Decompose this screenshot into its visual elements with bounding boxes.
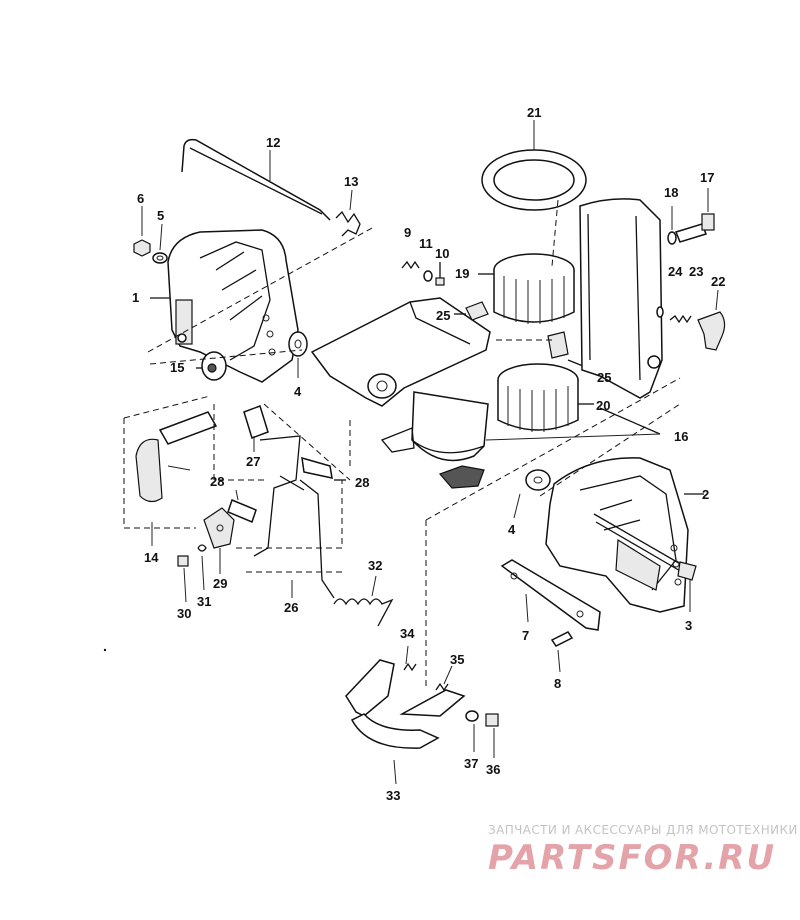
callout-labels: 21 12 13 17 18 6 5 9 11 10 19 24 23 22 1… xyxy=(132,105,725,803)
label-33: 33 xyxy=(386,788,400,803)
label-25-lower: 25 xyxy=(597,370,611,385)
label-37: 37 xyxy=(464,756,478,771)
label-8: 8 xyxy=(554,676,561,691)
label-4-lower: 4 xyxy=(508,522,516,537)
label-6: 6 xyxy=(137,191,144,206)
label-26: 26 xyxy=(284,600,298,615)
label-22: 22 xyxy=(711,274,725,289)
part-4-washer-lower xyxy=(513,469,551,519)
label-28-upper: 28 xyxy=(355,475,369,490)
part-16-swivel-housing xyxy=(485,198,663,441)
label-35: 35 xyxy=(450,652,464,667)
part-9-small-spring xyxy=(401,260,420,270)
swivel-bracket xyxy=(310,297,491,489)
part-36-screw xyxy=(485,713,499,758)
label-31: 31 xyxy=(197,594,211,609)
part-20-lower-bushing xyxy=(497,363,594,432)
part-26-tilt-lever xyxy=(253,435,335,599)
label-12: 12 xyxy=(266,135,280,150)
label-36: 36 xyxy=(486,762,500,777)
stray-dot xyxy=(103,648,107,652)
label-4-upper: 4 xyxy=(294,384,302,399)
part-15-clamp-screw xyxy=(196,351,227,381)
part-18-washer xyxy=(667,206,677,245)
part-30-screw xyxy=(177,555,189,603)
label-32: 32 xyxy=(368,558,382,573)
part-2-right-clamp-bracket xyxy=(545,457,704,613)
part-13-spring xyxy=(335,189,361,237)
part-4-washer-upper xyxy=(288,331,308,378)
part-14-lock-lever xyxy=(135,411,218,546)
part-19-upper-bushing xyxy=(478,253,575,324)
part-1-left-clamp-bracket xyxy=(150,229,299,383)
label-19: 19 xyxy=(455,266,469,281)
part-7-plate xyxy=(500,559,601,631)
label-9: 9 xyxy=(404,225,411,240)
part-12-tilt-rod xyxy=(181,138,331,221)
label-18: 18 xyxy=(664,185,678,200)
part-28-sleeve-upper xyxy=(301,456,346,481)
part-24-washer xyxy=(656,306,664,318)
assembly-guide-lines xyxy=(123,199,681,690)
part-6-nut xyxy=(133,206,151,257)
part-10-small-screw xyxy=(435,262,445,286)
label-5: 5 xyxy=(157,208,164,223)
label-28-lower: 28 xyxy=(210,474,224,489)
part-29-bracket xyxy=(203,507,235,574)
label-17: 17 xyxy=(700,170,714,185)
part-33-reverse-lock xyxy=(345,659,466,785)
label-34: 34 xyxy=(400,626,415,641)
part-21-thrust-ring xyxy=(481,120,587,211)
part-5-washer xyxy=(152,223,168,264)
part-32-spring xyxy=(333,575,394,627)
label-29: 29 xyxy=(213,576,227,591)
watermark-caption: ЗАПЧАСТИ И АКСЕССУАРЫ ДЛЯ МОТОТЕХНИКИ xyxy=(488,823,798,837)
label-16: 16 xyxy=(674,429,688,444)
label-30: 30 xyxy=(177,606,191,621)
label-7: 7 xyxy=(522,628,529,643)
label-15: 15 xyxy=(170,360,184,375)
label-10: 10 xyxy=(435,246,449,261)
label-13: 13 xyxy=(344,174,358,189)
label-27: 27 xyxy=(246,454,260,469)
part-28-sleeve-lower xyxy=(227,489,257,524)
part-34-spring xyxy=(403,645,417,672)
part-11-small-washer xyxy=(423,270,433,282)
label-21: 21 xyxy=(527,105,541,120)
label-2: 2 xyxy=(702,487,709,502)
watermark-logo: PARTSFOR.RU xyxy=(488,838,777,878)
part-25-liner-upper xyxy=(454,301,489,321)
part-27-pin xyxy=(243,405,269,452)
part-23-spring xyxy=(669,314,692,324)
label-25-upper: 25 xyxy=(436,308,450,323)
part-22-knob xyxy=(697,289,726,351)
label-24: 24 xyxy=(668,264,683,279)
label-11: 11 xyxy=(419,236,433,251)
label-1: 1 xyxy=(132,290,139,305)
label-20: 20 xyxy=(596,398,610,413)
part-3-long-bolt xyxy=(593,513,697,612)
label-23: 23 xyxy=(689,264,703,279)
part-35-spring xyxy=(435,665,453,692)
part-17-bolt xyxy=(675,188,715,243)
part-8-screw xyxy=(550,631,574,673)
label-14: 14 xyxy=(144,550,159,565)
label-3: 3 xyxy=(685,618,692,633)
part-37-washer xyxy=(465,710,479,752)
part-31-washer xyxy=(197,544,207,591)
